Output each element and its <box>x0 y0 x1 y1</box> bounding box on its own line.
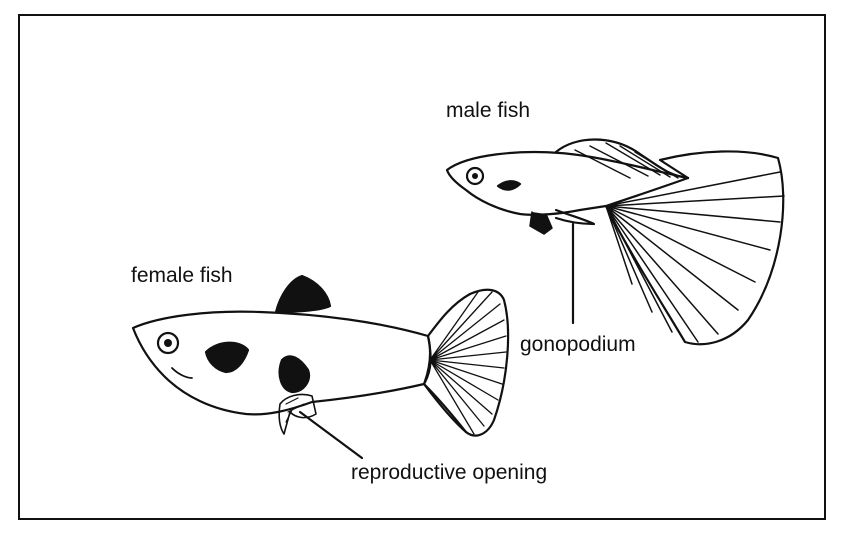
reproductive-opening-pointer-line <box>298 410 364 460</box>
female-fish-gravid-spot <box>278 355 311 394</box>
male-fish-pectoral-fin <box>496 180 522 191</box>
diagram-border <box>18 14 826 520</box>
male-fish <box>445 138 785 346</box>
male-fish-eye <box>465 166 485 186</box>
female-fish-body <box>131 310 432 416</box>
gonopodium-label: gonopodium <box>520 333 636 356</box>
female-fish-tail-fin <box>422 288 510 437</box>
male-fish-label: male fish <box>446 99 531 122</box>
male-fish-pelvic-fin <box>529 211 553 235</box>
female-fish-pectoral-fin <box>204 341 250 374</box>
male-fish-tail-fin <box>604 150 785 346</box>
male-fish-gonopodium <box>554 208 596 226</box>
female-fish-dorsal-fin <box>274 274 332 314</box>
female-fish <box>131 274 510 460</box>
female-fish-anal-fin <box>278 393 317 435</box>
female-fish-eye <box>156 331 180 355</box>
reproductive-opening-label: reproductive opening <box>351 461 548 484</box>
female-fish-label: female fish <box>131 264 233 287</box>
